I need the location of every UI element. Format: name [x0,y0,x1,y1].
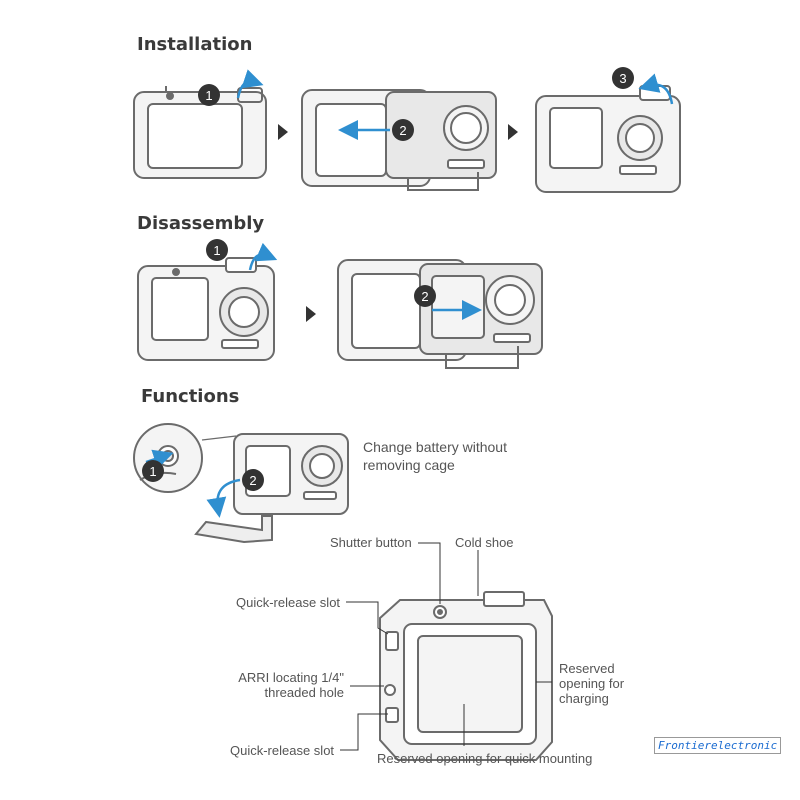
callout-reserved-charging: Reserved opening for charging [559,661,624,706]
callout-arri-line1: ARRI locating 1/4" [238,670,344,685]
callout-reserved-charging-line1: Reserved [559,661,615,676]
next-arrow-3 [306,306,316,322]
next-arrow-2 [508,124,518,140]
disassembly-step1-badge: 1 [206,239,228,261]
battery-text-line2: removing cage [363,457,455,473]
callout-reserved-charging-line2: opening for [559,676,625,691]
watermark: Frontierelectronic [654,737,782,754]
disassembly-title: Disassembly [137,213,265,234]
battery-text: Change battery without removing cage [363,438,507,474]
callout-quick-release-slot-bottom: Quick-release slot [230,743,335,758]
callout-reserved-mounting: Reserved opening for quick mounting [377,751,593,766]
callout-arri-line2: threaded hole [264,685,344,700]
functions-step1-badge: 1 [142,460,164,482]
callout-leaders [340,542,552,751]
installation-title: Installation [137,34,253,55]
install-step3-arrow [638,73,674,105]
cage-perspective [379,591,553,761]
disassembly-step1-cage [137,257,275,361]
callout-quick-release-slot-top: Quick-release slot [236,595,341,610]
callout-shutter-button: Shutter button [330,535,412,550]
functions-title: Functions [141,386,240,407]
battery-door-arrow [206,478,241,518]
disassembly-step2-camera [419,263,543,369]
install-step1-arrow [236,69,264,99]
disassembly-step1-arrow [248,242,278,271]
install-step3-badge: 3 [612,67,634,89]
disassembly-step2-badge: 2 [414,285,436,307]
install-step2-camera [385,91,497,191]
battery-text-line1: Change battery without [363,439,507,455]
next-arrow-1 [278,124,288,140]
callout-cold-shoe: Cold shoe [455,535,514,550]
install-step2-badge: 2 [392,119,414,141]
callout-arri-hole: ARRI locating 1/4" threaded hole [234,670,344,700]
battery-detail-zoom [133,423,237,493]
install-step3-cage [535,85,681,193]
install-step1-badge: 1 [198,84,220,106]
callout-reserved-charging-line3: charging [559,691,609,706]
battery-cage-view [194,433,349,544]
functions-step2-badge: 2 [242,469,264,491]
